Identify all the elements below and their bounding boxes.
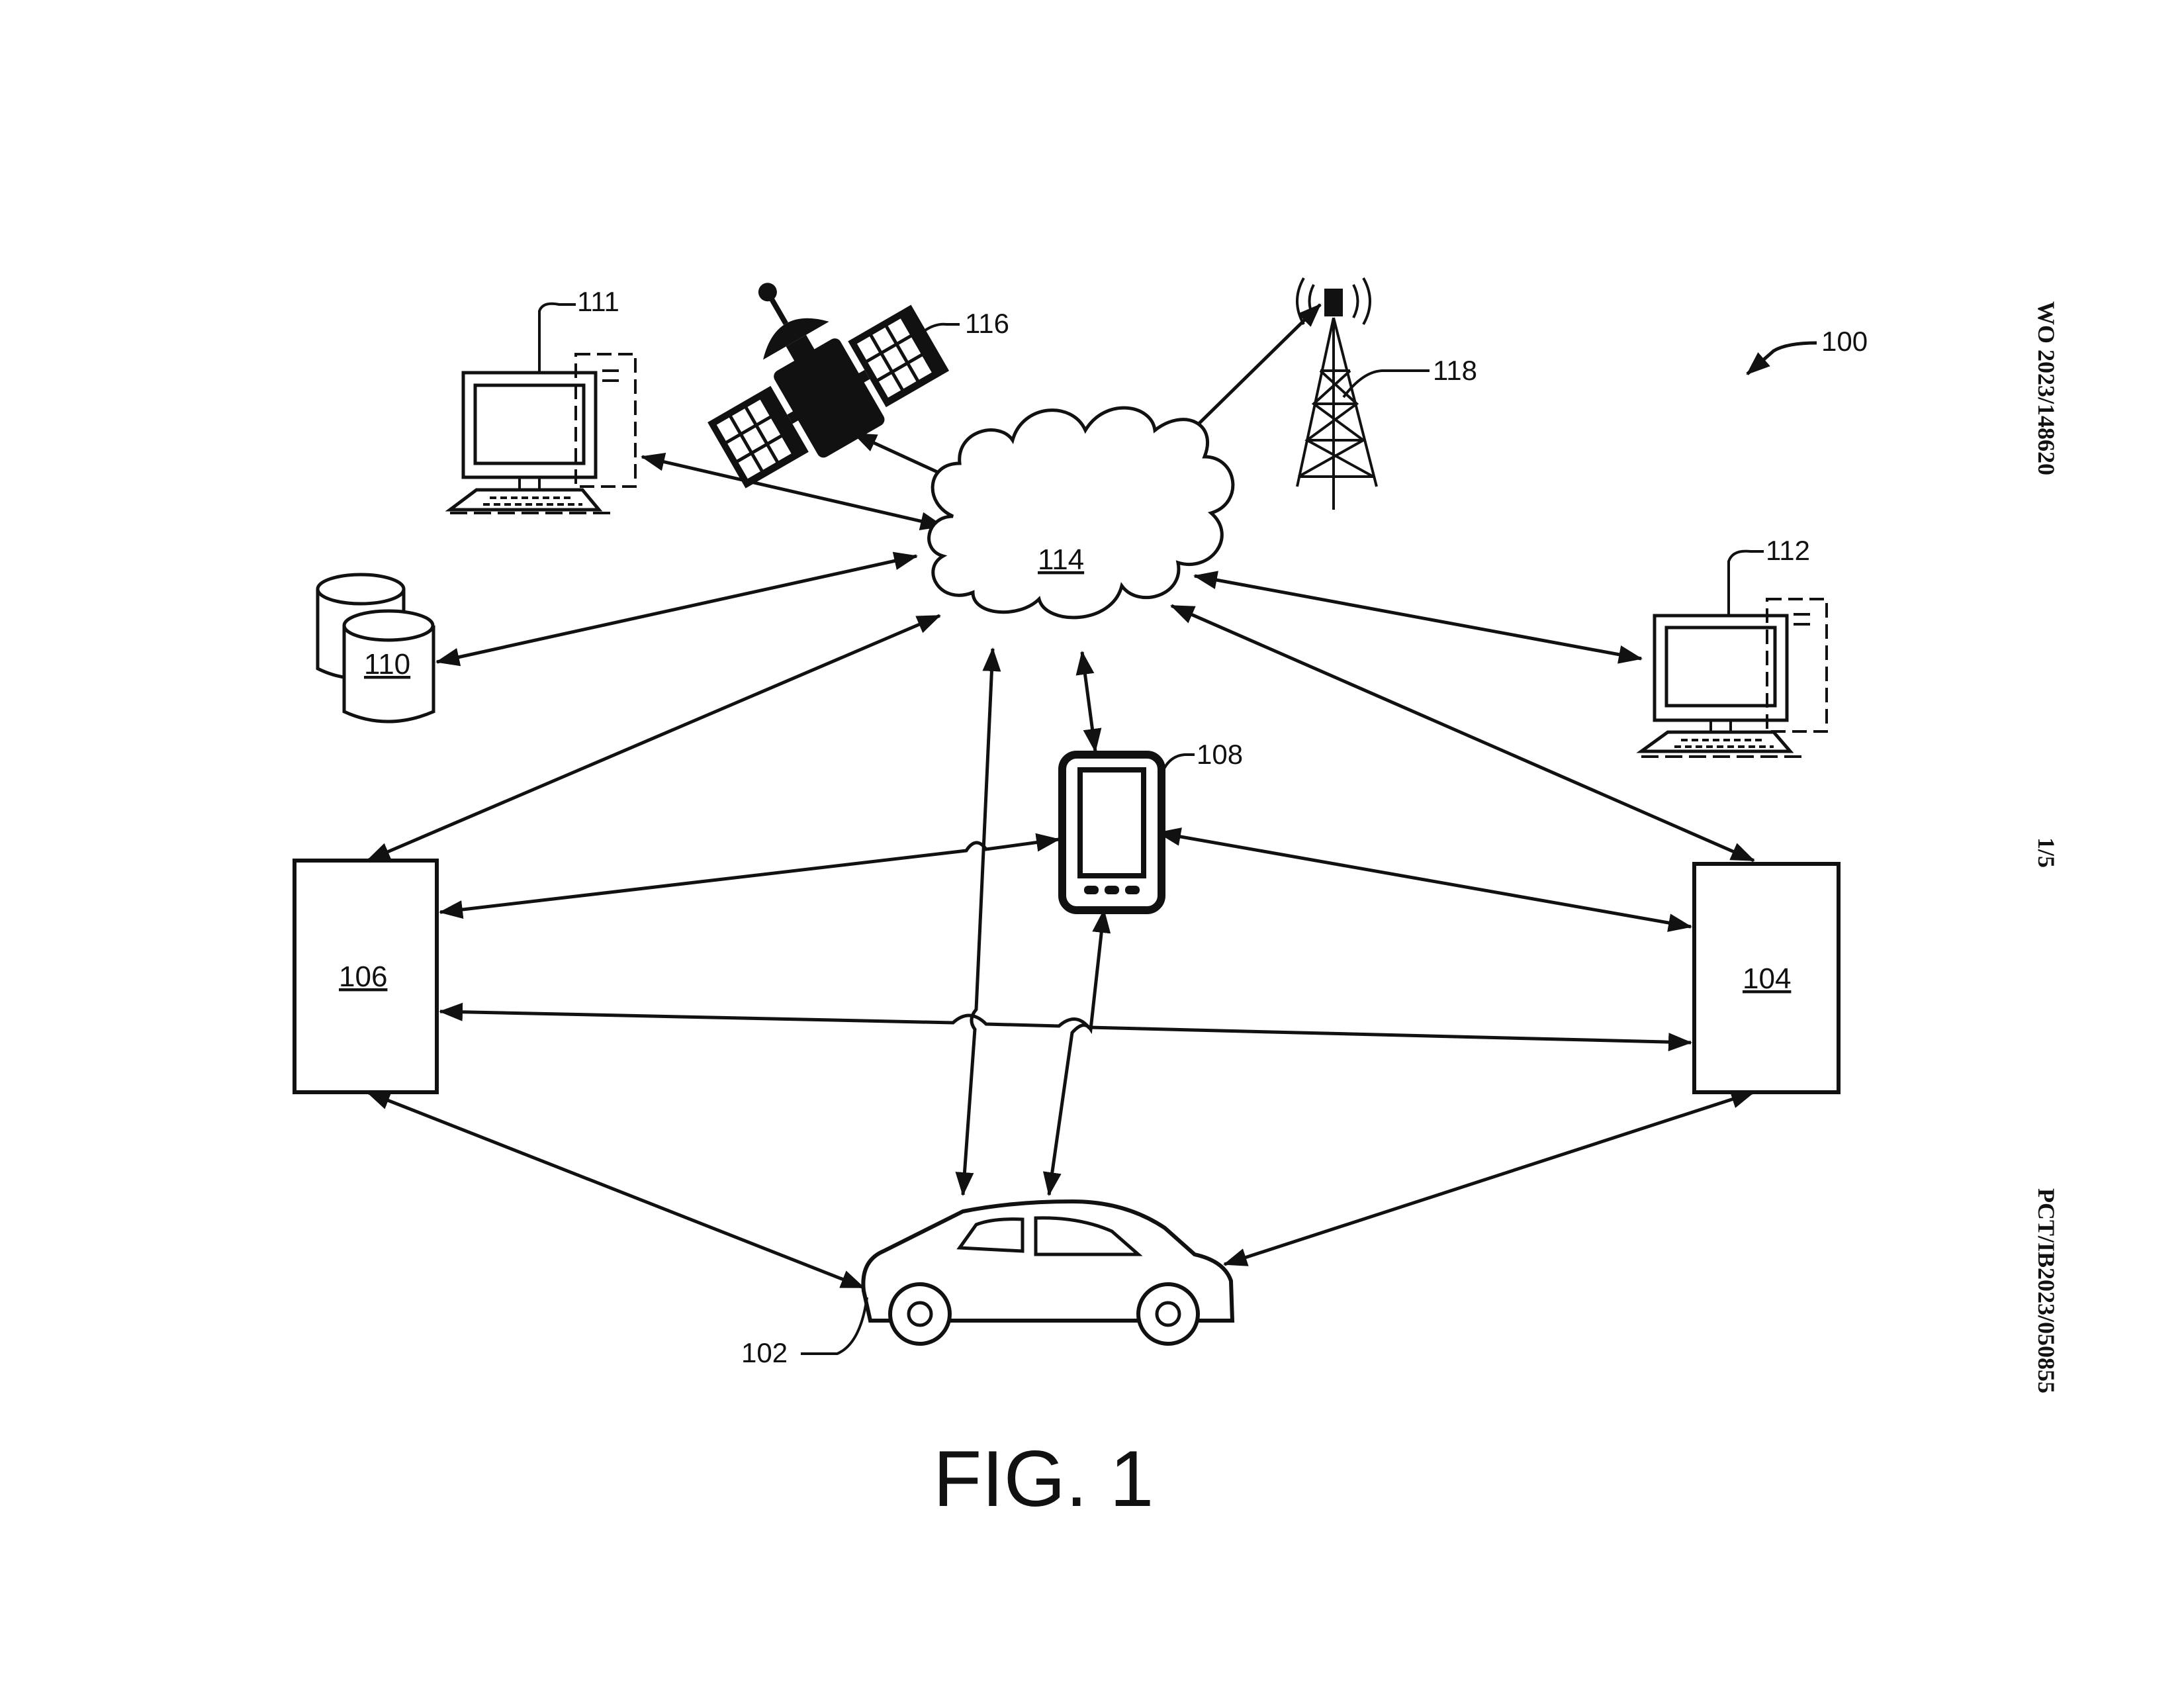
satellite-icon — [662, 225, 960, 500]
arrow-106-108 — [440, 839, 1059, 912]
figure-caption: FIG. 1 — [933, 1434, 1154, 1523]
computer-112-label: 112 — [1766, 535, 1810, 566]
server-106-label: 106 — [339, 961, 387, 993]
computer-111-icon — [450, 304, 635, 513]
arrow-106-102 — [367, 1092, 864, 1288]
cell-tower-label: 118 — [1433, 355, 1477, 386]
publication-number: WO 2023/148620 — [2033, 301, 2060, 475]
vehicle-label: 102 — [741, 1337, 788, 1368]
satellite-label: 116 — [965, 308, 1009, 339]
cell-tower-icon — [1297, 278, 1430, 510]
mobile-device-icon — [1062, 755, 1195, 910]
sheet-number: 1/5 — [2033, 837, 2060, 868]
arrow-106-104 — [440, 1011, 1691, 1043]
server-104-label: 104 — [1743, 962, 1791, 995]
mobile-device-label: 108 — [1197, 739, 1243, 770]
arrow-104-102 — [1224, 1092, 1754, 1264]
network-cloud: 114 — [929, 408, 1233, 618]
database-label: 110 — [364, 648, 410, 680]
arrow-106-114 — [367, 616, 940, 861]
system-ref-arrow — [1747, 343, 1817, 374]
computer-112-icon — [1641, 551, 1827, 757]
arrow-110-114 — [437, 556, 917, 662]
network-cloud-label: 114 — [1038, 543, 1084, 576]
application-number: PCT/IB2023/050855 — [2033, 1188, 2060, 1393]
system-ref-label: 100 — [1821, 326, 1868, 357]
server-104-box: 104 — [1694, 864, 1839, 1092]
arrow-104-108 — [1158, 833, 1691, 927]
server-106-box: 106 — [295, 861, 437, 1092]
vehicle-icon — [801, 1201, 1232, 1354]
arrow-102-108 — [1049, 910, 1104, 1195]
computer-111-label: 111 — [577, 286, 619, 317]
arrow-102-114 — [963, 649, 993, 1195]
arrow-108-114 — [1082, 652, 1095, 751]
arrow-111-114 — [642, 457, 943, 526]
